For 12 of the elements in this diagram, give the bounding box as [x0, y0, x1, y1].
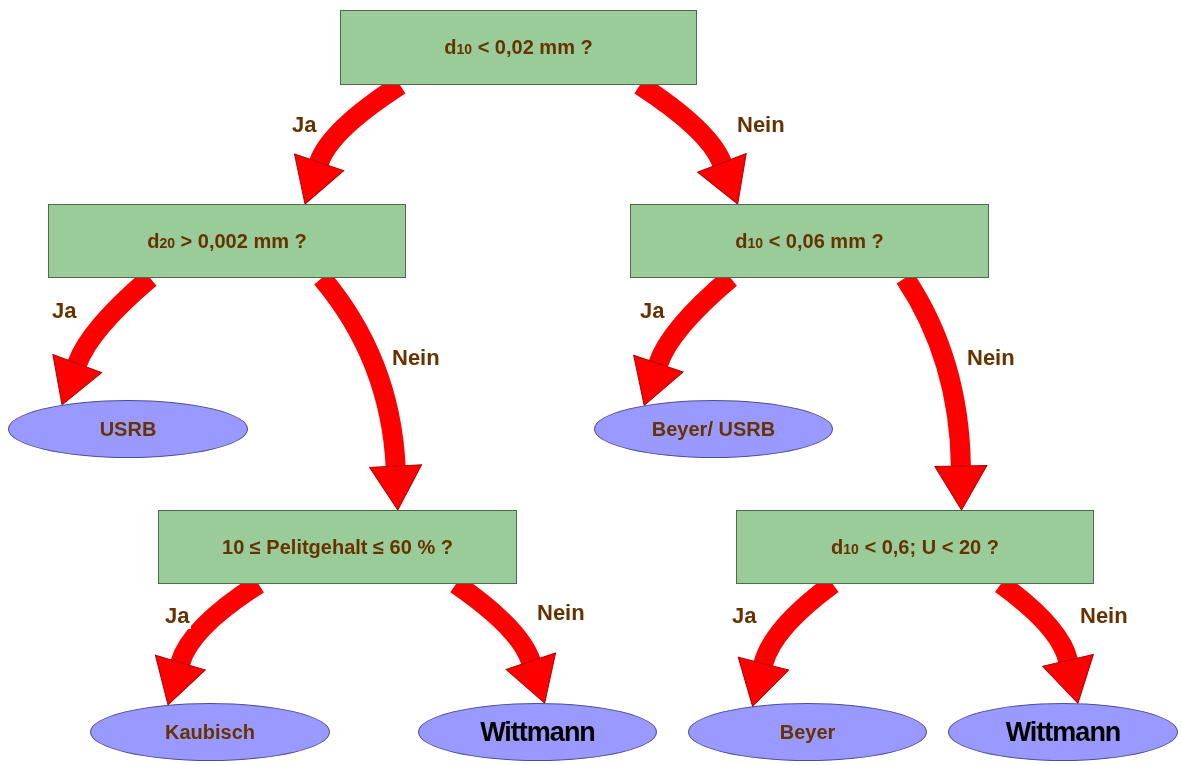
node-text: 10 ≤ Pelitgehalt ≤ 60 % ? — [222, 535, 453, 559]
node-text: Wittmann — [1005, 716, 1121, 748]
node-text: Beyer/ USRB — [651, 417, 776, 441]
decision-box — [736, 510, 1094, 584]
node-text: Wittmann — [480, 716, 595, 748]
decision-box — [48, 204, 406, 278]
node-text: Beyer — [779, 720, 836, 744]
decision-box — [158, 510, 517, 584]
decision-box — [630, 204, 989, 278]
node-text: Kaubisch — [165, 720, 255, 744]
decision-box — [340, 10, 697, 85]
node-text: USRB — [99, 417, 157, 441]
